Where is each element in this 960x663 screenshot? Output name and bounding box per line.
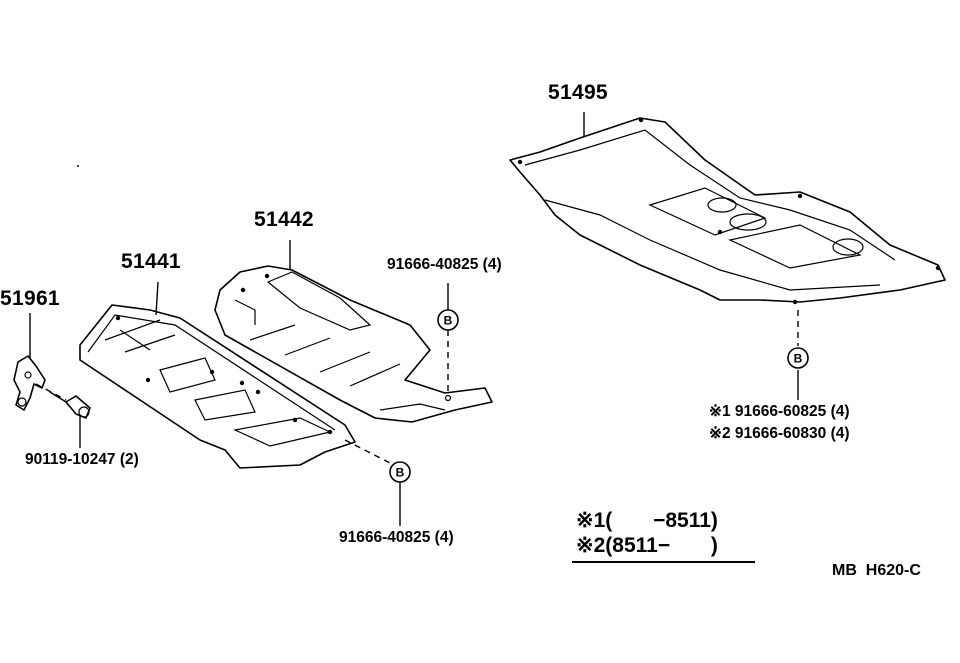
bolt-label-top: 91666-40825 (4) [387,256,502,273]
bolt-label-star1: ※1 91666-60825 (4) [709,403,850,420]
ref-circle-b-icon: B [787,347,809,369]
part-label-51441: 51441 [121,250,181,273]
svg-text:B: B [444,314,453,328]
part-label-51495: 51495 [548,81,608,104]
part-51442-drawing [214,265,493,423]
note-line-1: ※1( −8511) [576,509,718,532]
bolt-label-bottom: 91666-40825 (4) [339,529,454,546]
svg-text:B: B [794,352,803,366]
ref-circle-b-icon: B [389,461,411,483]
svg-text:B: B [396,466,405,480]
note-line-2: ※2(8511− ) [576,534,718,557]
part-51961-drawing [13,355,46,411]
part-label-51442: 51442 [254,208,314,231]
ref-circle-b-icon: B [437,309,459,331]
part-51495-drawing [509,117,946,305]
diagram-code: MB H620-C [832,562,921,579]
screw-drawing [49,391,91,419]
part-label-51961: 51961 [0,287,60,310]
screw-label: 90119-10247 (2) [25,451,139,468]
part-51441-drawing [79,304,356,469]
bolt-label-star2: ※2 91666-60830 (4) [709,425,850,442]
